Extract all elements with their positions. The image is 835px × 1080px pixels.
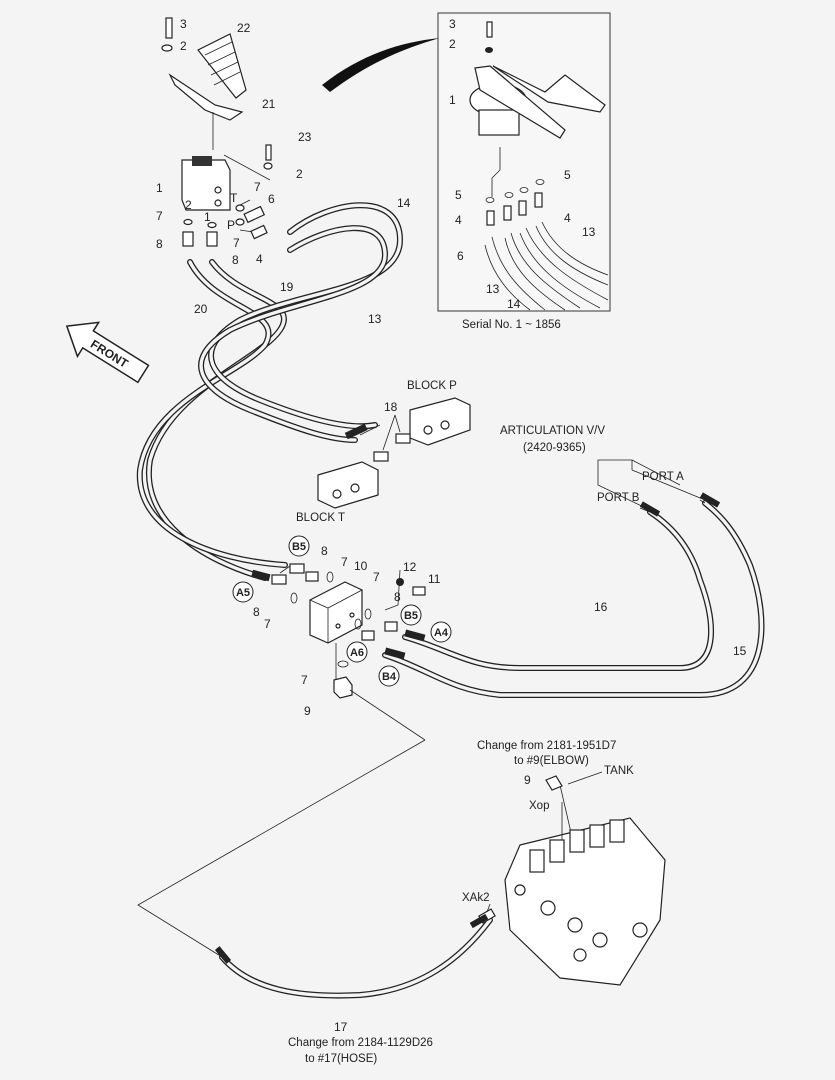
inset-part-label: 5 <box>564 168 571 182</box>
port-b5-upper: B5 <box>292 541 306 553</box>
part-label: 2 <box>296 167 303 181</box>
annotations: BLOCK P BLOCK T ARTICULATION V/V (2420-9… <box>288 380 684 1065</box>
pedal-valve-assembly <box>161 17 273 247</box>
block-t-label: BLOCK T <box>296 512 345 524</box>
port-b4: B4 <box>382 671 397 683</box>
port-a4: A4 <box>434 627 449 639</box>
port-a5: A5 <box>236 587 250 599</box>
port-b5-lower: B5 <box>404 610 418 622</box>
articulation-part-number: (2420-9365) <box>523 442 586 454</box>
part-label: 3 <box>180 17 187 31</box>
part-label: 13 <box>368 312 382 326</box>
part-label: 7 <box>233 236 240 250</box>
port-a-label: PORT A <box>642 471 684 483</box>
part-label: 23 <box>298 130 312 144</box>
xop-label: Xop <box>529 800 549 812</box>
part-label: 15 <box>733 644 747 658</box>
part-label: 9 <box>304 704 311 718</box>
inset-part-label: 13 <box>582 225 596 239</box>
part-label: T <box>230 191 238 205</box>
inset-part-label: 1 <box>449 93 456 107</box>
part-label: 8 <box>321 544 328 558</box>
part-label: 9 <box>524 773 531 787</box>
inset-part-label: 4 <box>455 213 462 227</box>
inset-part-label: 13 <box>486 282 500 296</box>
part-label: 7 <box>254 180 261 194</box>
hose-end-fittings <box>214 423 721 964</box>
inset-callout-arrow <box>322 38 440 92</box>
front-direction-arrow: FRONT <box>65 321 150 384</box>
part-label: 8 <box>232 253 239 267</box>
part-label: 7 <box>264 617 271 631</box>
part-label: 8 <box>156 237 163 251</box>
block-p <box>409 397 471 446</box>
part-label: 8 <box>253 605 260 619</box>
main-control-valve <box>478 775 666 986</box>
part-label: 21 <box>262 97 276 111</box>
port-markers: B5 A5 B5 A4 A6 B4 <box>232 535 452 687</box>
inset-part-label: 4 <box>564 211 571 225</box>
inset-part-label: 2 <box>449 37 456 51</box>
manifold-block-10 <box>271 563 426 741</box>
part-label: 11 <box>428 572 441 586</box>
hose-16 <box>402 509 715 671</box>
part-label: 8 <box>394 590 401 604</box>
part-label: 20 <box>194 302 208 316</box>
hose-change-note-1: Change from 2184-1129D26 <box>288 1037 433 1049</box>
tank-label: TANK <box>604 765 634 777</box>
inset-caption: Serial No. 1 ~ 1856 <box>462 319 561 331</box>
part-label: 7 <box>341 555 348 569</box>
port-a6: A6 <box>350 647 364 659</box>
part-label: 1 <box>156 181 163 195</box>
part-label: 6 <box>268 192 275 206</box>
part-label: 16 <box>594 600 608 614</box>
part-label: 14 <box>397 196 411 210</box>
hose-change-note-2: to #17(HOSE) <box>305 1053 377 1065</box>
part-label: 19 <box>280 280 294 294</box>
part-label: 4 <box>256 252 263 266</box>
inset-part-label: 6 <box>457 249 464 263</box>
hose-13 <box>198 225 388 443</box>
elbow-change-note-2: to #9(ELBOW) <box>514 755 589 767</box>
articulation-label: ARTICULATION V/V <box>500 425 605 437</box>
hoses <box>136 202 765 999</box>
port-b-label: PORT B <box>597 492 640 504</box>
part-label: 10 <box>354 559 368 573</box>
part-label: 12 <box>403 560 417 574</box>
inset-part-label: 14 <box>507 297 521 311</box>
part-label: 22 <box>237 21 251 35</box>
part-label: 17 <box>334 1020 348 1034</box>
xak2-label: XAk2 <box>462 892 490 904</box>
inset-part-label: 3 <box>449 17 456 31</box>
part-label: 7 <box>301 673 308 687</box>
inset-part-label: 5 <box>455 188 462 202</box>
part-label: 7 <box>156 209 163 223</box>
articulation-leader <box>597 459 706 511</box>
block-p-label: BLOCK P <box>407 380 457 392</box>
elbow-change-note-1: Change from 2181-1951D7 <box>477 740 616 752</box>
part-label: 2 <box>185 198 192 212</box>
inset-serial-1-1856 <box>437 12 611 312</box>
part-labels: 3 2 22 21 23 2 1 T 7 6 7 2 1 P 7 8 8 4 1… <box>156 17 747 1034</box>
part-label: 1 <box>204 210 211 224</box>
tee-fittings-18 <box>373 414 411 462</box>
part-label: 18 <box>384 400 398 414</box>
inset-labels: 3 2 1 5 5 4 4 6 13 13 14 Serial No. 1 ~ … <box>449 17 596 331</box>
block-t <box>317 461 379 509</box>
part-label: 2 <box>180 39 187 53</box>
part-label: 7 <box>373 570 380 584</box>
part-label: P <box>227 218 235 232</box>
